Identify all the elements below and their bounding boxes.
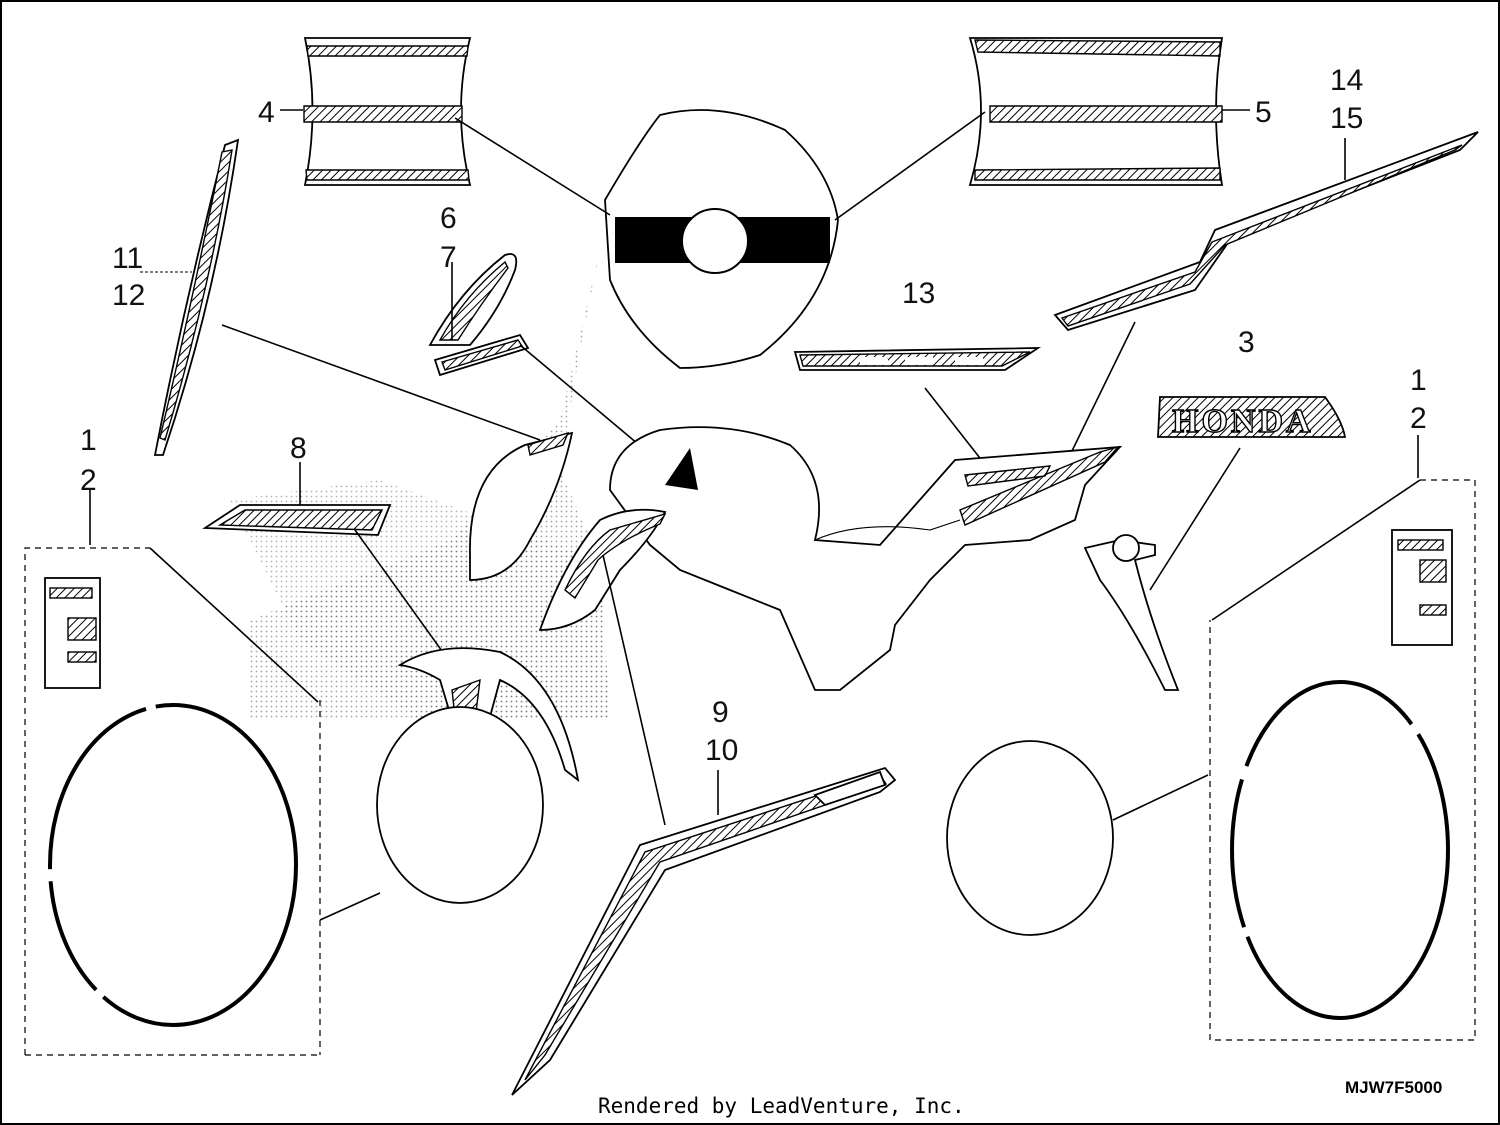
wheels bbox=[319, 706, 1209, 936]
callout-1-left: 1 bbox=[80, 424, 97, 457]
callout-5: 5 bbox=[1255, 96, 1272, 129]
part-11-12-side-stripe bbox=[140, 138, 541, 456]
part-8-shroud-badge bbox=[202, 462, 471, 691]
part-1-2-rim-decal-panel-right bbox=[1209, 435, 1476, 1041]
part-5-stripe-right bbox=[968, 37, 1250, 186]
callout-2-right: 2 bbox=[1410, 402, 1427, 435]
part-9-10-shroud-stripe bbox=[511, 554, 897, 1096]
part-1-2-rim-decal-panel-left bbox=[24, 490, 321, 1056]
callout-4: 4 bbox=[258, 96, 275, 129]
diagram-code: MJW7F5000 bbox=[1345, 1078, 1442, 1097]
part-4-stripe-left bbox=[280, 37, 472, 186]
callout-8: 8 bbox=[290, 432, 307, 465]
callout-10: 10 bbox=[705, 734, 738, 767]
callout-14: 14 bbox=[1330, 64, 1363, 97]
fuel-tank-top-view bbox=[454, 109, 986, 369]
callout-3: 3 bbox=[1238, 326, 1255, 359]
callout-9: 9 bbox=[712, 696, 729, 729]
callout-labels: 1 2 1 2 3 4 5 6 7 8 9 10 11 12 13 14 15 bbox=[80, 64, 1427, 767]
honda-emblem-text: HONDA bbox=[1172, 403, 1314, 440]
render-credit: Rendered by LeadVenture, Inc. bbox=[598, 1094, 965, 1118]
callout-7: 7 bbox=[440, 241, 457, 274]
part-6-7-wing-emblem bbox=[428, 253, 676, 476]
part-13-frame-stripe bbox=[793, 347, 1042, 491]
part-3-honda-emblem: HONDA bbox=[1149, 396, 1347, 591]
part-14-15-tail-stripe bbox=[1053, 131, 1479, 456]
callout-15: 15 bbox=[1330, 102, 1363, 135]
callout-6: 6 bbox=[440, 202, 457, 235]
callout-13: 13 bbox=[902, 277, 935, 310]
motorcycle-outline bbox=[397, 426, 1180, 784]
callout-2-left: 2 bbox=[80, 464, 97, 497]
callout-12: 12 bbox=[112, 279, 145, 312]
callout-1-right: 1 bbox=[1410, 364, 1427, 397]
callout-11: 11 bbox=[112, 242, 143, 275]
